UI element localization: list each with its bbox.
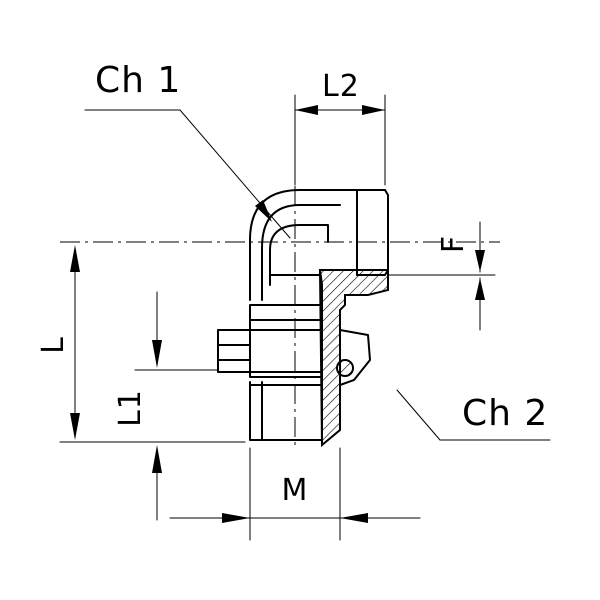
- l2-label: L2: [322, 69, 360, 104]
- l-arrow-bottom: [70, 413, 80, 440]
- ch1-label: Ch 1: [95, 60, 181, 101]
- leader-ch2: Ch 2: [396, 389, 551, 441]
- m-arrow-left: [222, 513, 250, 523]
- ch1-arrow: [255, 200, 272, 222]
- dimension-f: F: [387, 221, 496, 331]
- dimension-l: L: [36, 245, 246, 443]
- hex-body: [249, 304, 323, 378]
- l1-label: L1: [113, 389, 148, 427]
- l2-arrow-right: [362, 105, 385, 115]
- l1-arrow-top: [152, 340, 162, 368]
- leader-ch1: Ch 1: [84, 60, 291, 239]
- center-lines: [60, 120, 500, 450]
- dimension-m: M: [169, 447, 421, 541]
- dimension-l2: L2: [294, 69, 386, 186]
- ch2-label: Ch 2: [462, 393, 548, 434]
- l2-arrow-left: [295, 105, 318, 115]
- m-arrow-right: [340, 513, 368, 523]
- ch1-leader-diagonal: [179, 109, 291, 239]
- hex-nut-left-face: [217, 329, 251, 373]
- dimension-l1: L1: [113, 291, 219, 521]
- m-label: M: [282, 473, 309, 508]
- l1-arrow-bottom: [152, 445, 162, 473]
- thread-stud-outer: [249, 381, 323, 441]
- bore-contour: [269, 224, 329, 286]
- f-arrow-bottom: [475, 278, 485, 300]
- f-arrow-top: [475, 250, 485, 272]
- l-arrow-top: [70, 245, 80, 272]
- o-ring-seal: [336, 359, 354, 377]
- ch2-leader-diagonal: [396, 389, 441, 441]
- elbow-end-cap: [356, 189, 389, 276]
- f-label: F: [436, 235, 471, 253]
- l-label: L: [36, 336, 71, 354]
- sectioned-wall: [318, 269, 389, 448]
- fitting-body: [217, 189, 389, 448]
- seal-nut-section: [339, 329, 371, 386]
